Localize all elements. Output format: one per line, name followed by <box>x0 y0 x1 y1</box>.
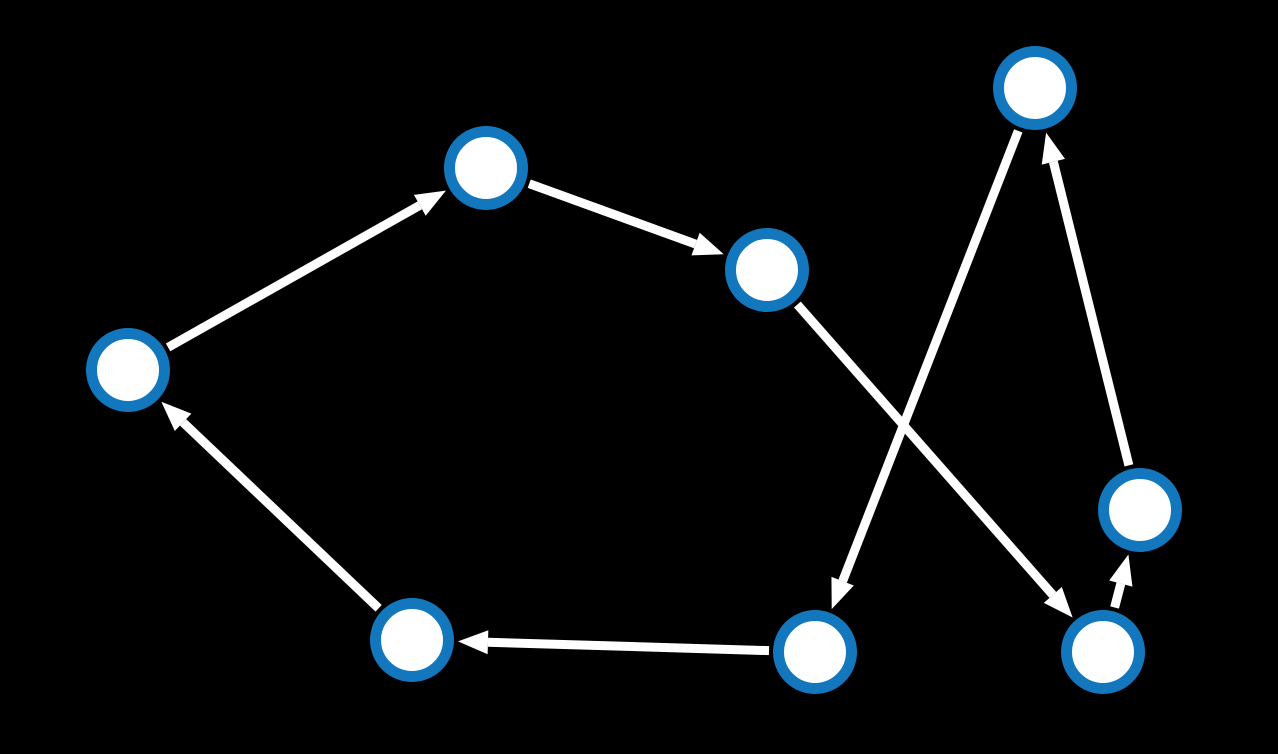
edge-shaft <box>527 179 698 249</box>
edge-bottom-left-to-left <box>161 401 382 612</box>
arrowhead-icon <box>691 232 724 256</box>
node-top-right[interactable] <box>993 46 1077 130</box>
node-circle[interactable] <box>725 228 809 312</box>
node-circle[interactable] <box>370 598 454 682</box>
node-circle[interactable] <box>1098 468 1182 552</box>
node-bottom-left[interactable] <box>370 598 454 682</box>
node-bottom-center[interactable] <box>773 610 857 694</box>
node-circle[interactable] <box>1061 610 1145 694</box>
node-left[interactable] <box>86 328 170 412</box>
edge-bottom-center-to-bottom-left <box>457 630 770 656</box>
edge-shaft <box>1048 160 1134 467</box>
edge-upper-middle-to-bottom-right <box>794 301 1073 618</box>
node-circle[interactable] <box>993 46 1077 130</box>
edge-shaft <box>794 301 1057 598</box>
arrowhead-icon <box>457 630 489 655</box>
edges-layer <box>161 129 1134 656</box>
node-upper-left[interactable] <box>444 126 528 210</box>
edge-left-to-upper-left <box>165 190 446 352</box>
arrowhead-icon <box>1041 132 1065 165</box>
arrowhead-icon <box>831 576 854 610</box>
edge-shaft <box>838 129 1023 583</box>
edge-shaft <box>179 419 382 612</box>
node-upper-middle[interactable] <box>725 228 809 312</box>
edge-top-right-to-bottom-center <box>831 129 1023 610</box>
edge-right-middle-to-top-right <box>1041 132 1134 467</box>
node-right-middle[interactable] <box>1098 468 1182 552</box>
arrowhead-icon <box>1043 587 1073 618</box>
edge-shaft <box>165 201 423 352</box>
edge-shaft <box>487 637 770 656</box>
node-circle[interactable] <box>773 610 857 694</box>
node-circle[interactable] <box>444 126 528 210</box>
edge-upper-left-to-upper-middle <box>527 179 724 256</box>
arrowhead-icon <box>413 190 446 216</box>
node-bottom-right[interactable] <box>1061 610 1145 694</box>
edge-shaft <box>1110 582 1126 609</box>
arrowhead-icon <box>161 401 192 432</box>
node-circle[interactable] <box>86 328 170 412</box>
edge-bottom-right-to-right-middle <box>1109 554 1133 609</box>
arrowhead-icon <box>1109 554 1133 587</box>
nodes-layer <box>86 46 1182 694</box>
